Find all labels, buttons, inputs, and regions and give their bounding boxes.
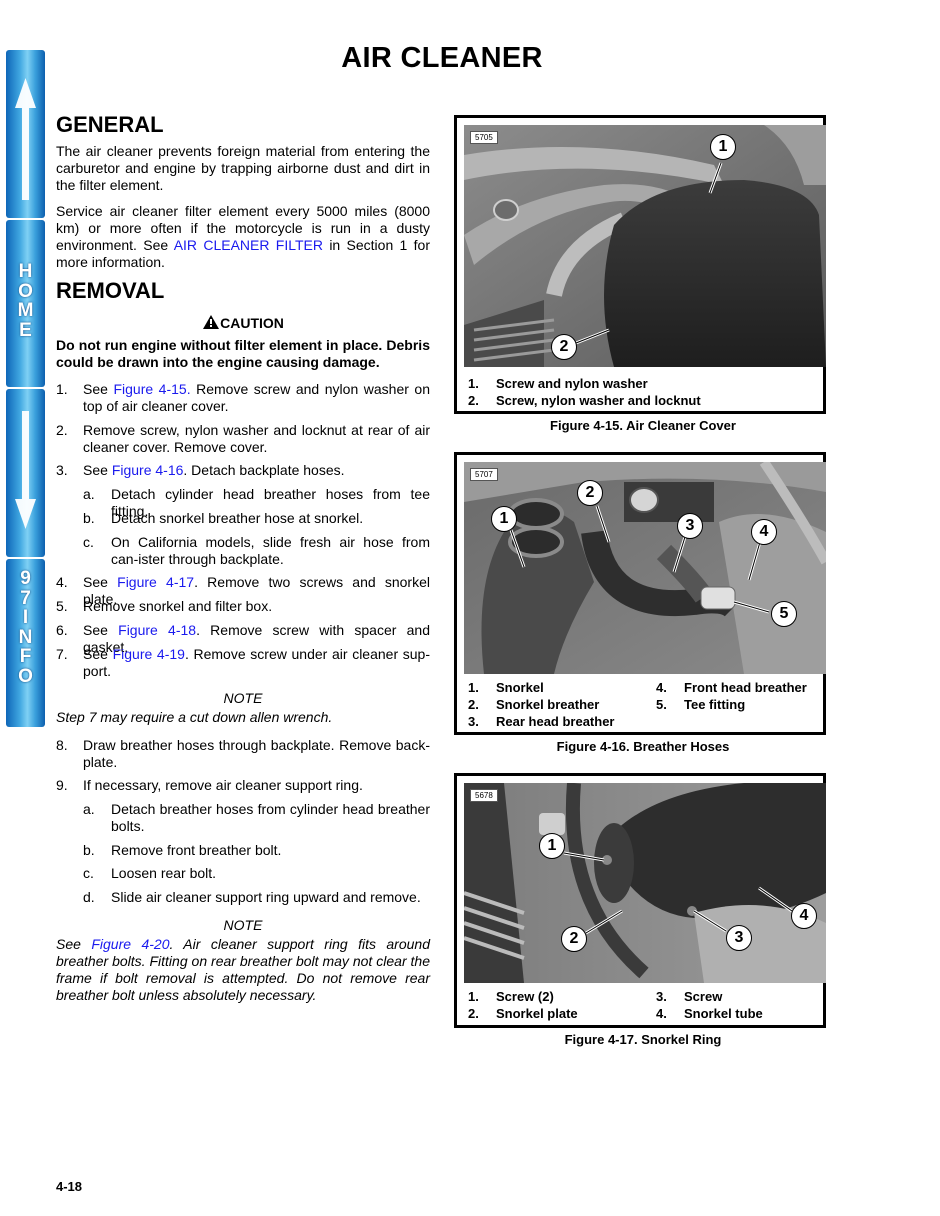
figure-4-16-link[interactable]: Figure 4-16 xyxy=(111,462,184,478)
general-paragraph-2: Service air cleaner filter element every… xyxy=(56,203,430,270)
legend-item: 3.Rear head breather xyxy=(468,714,615,729)
legend-item: 1.Screw and nylon washer xyxy=(468,376,648,391)
step-3-text: See Figure 4-16. Detach backplate hoses. xyxy=(83,462,345,478)
substep-9b-text: Remove front breather bolt. xyxy=(111,842,282,858)
callout-1: 1 xyxy=(491,506,517,532)
step-4-text: See Figure 4-17. Remove two screws and s… xyxy=(83,574,430,607)
step-1-text: See Figure 4-15. Remove screw and nylon … xyxy=(83,381,430,414)
legend-item: 1.Snorkel xyxy=(468,680,544,695)
substep-letter: b. xyxy=(83,510,95,526)
note-heading: NOTE xyxy=(223,917,263,933)
substep-letter: a. xyxy=(83,801,95,817)
legend-item: 3.Screw xyxy=(656,989,723,1004)
nav-forward-button[interactable] xyxy=(6,389,45,557)
step-5-text: Remove snorkel and filter box. xyxy=(83,598,273,614)
substep-9a-text: Detach breather hoses from cylinder head… xyxy=(111,801,430,834)
step-9-text: If necessary, remove air cleaner support… xyxy=(83,777,363,793)
nav-back-button[interactable] xyxy=(6,50,45,218)
figure-caption: Figure 4-16. Breather Hoses xyxy=(556,739,730,754)
substep-letter: c. xyxy=(83,865,94,881)
image-id: 5705 xyxy=(470,131,498,144)
callout-4: 4 xyxy=(751,519,777,545)
legend-item: 1.Screw (2) xyxy=(468,989,554,1004)
page-number: 4-18 xyxy=(56,1179,83,1194)
note-heading: NOTE xyxy=(223,690,263,706)
substep-letter: d. xyxy=(83,889,95,905)
step-6-text: See Figure 4-18. Remove screw with space… xyxy=(83,622,430,655)
figure-4-15: 5705 1 2 1.Screw and nylon washer 2.Scre… xyxy=(454,115,826,414)
page-title: AIR CLEANER xyxy=(341,42,543,74)
step-2-text: Remove screw, nylon washer and locknut a… xyxy=(83,422,430,455)
legend-item: 2.Snorkel breather xyxy=(468,697,600,712)
substep-letter: c. xyxy=(83,534,94,550)
callout-2: 2 xyxy=(561,926,587,952)
callout-5: 5 xyxy=(771,601,797,627)
step-number: 4. xyxy=(56,574,68,590)
substep-letter: b. xyxy=(83,842,95,858)
callout-3: 3 xyxy=(726,925,752,951)
note-text: Step 7 may require a cut down allen wren… xyxy=(56,709,333,725)
removal-heading: REMOVAL xyxy=(56,278,165,303)
figure-4-15-link[interactable]: Figure 4-15. xyxy=(113,381,191,397)
substep-3c-text: On California models, slide fresh air ho… xyxy=(111,534,430,567)
legend-item: 2.Snorkel plate xyxy=(468,1006,578,1021)
caution-text: Do not run engine without filter element… xyxy=(56,337,430,370)
figure-4-17-link[interactable]: Figure 4-17 xyxy=(117,574,195,590)
air-cleaner-filter-link[interactable]: AIR CLEANER FILTER xyxy=(173,237,323,253)
step-number: 3. xyxy=(56,462,68,478)
image-id: 5678 xyxy=(470,789,498,802)
down-arrow-icon xyxy=(15,411,36,529)
step-8-text: Draw breather hoses through backplate. R… xyxy=(83,737,430,770)
figure-4-18-link[interactable]: Figure 4-18 xyxy=(118,622,197,638)
step-number: 1. xyxy=(56,381,68,397)
snorkel-ring-photo: 5678 1 2 3 4 xyxy=(464,783,826,983)
step-number: 6. xyxy=(56,622,68,638)
callout-2: 2 xyxy=(551,334,577,360)
step-number: 2. xyxy=(56,422,68,438)
legend-item: 2.Screw, nylon washer and locknut xyxy=(468,393,701,408)
legend-item: 4.Front head breather xyxy=(656,680,807,695)
substep-9d-text: Slide air cleaner support ring upward an… xyxy=(111,889,421,905)
figure-4-19-link[interactable]: Figure 4-19 xyxy=(112,646,185,662)
step-number: 7. xyxy=(56,646,68,662)
callout-1: 1 xyxy=(710,134,736,160)
air-cleaner-cover-photo: 5705 1 2 xyxy=(464,125,826,367)
substep-3b-text: Detach snorkel breather hose at snorkel. xyxy=(111,510,364,526)
figure-caption: Figure 4-15. Air Cleaner Cover xyxy=(550,418,736,433)
general-paragraph-1: The air cleaner prevents foreign materia… xyxy=(56,143,430,193)
legend-item: 4.Snorkel tube xyxy=(656,1006,763,1021)
callout-2: 2 xyxy=(577,480,603,506)
step-7-text: See Figure 4-19. Remove screw under air … xyxy=(83,646,431,679)
callout-4: 4 xyxy=(791,903,817,929)
general-heading: GENERAL xyxy=(56,112,164,137)
caution-label: CAUTION xyxy=(56,314,430,331)
step-number: 9. xyxy=(56,777,68,793)
substep-3a-text: Detach cylinder head breather hoses from… xyxy=(111,486,430,519)
figure-4-16: 5707 1 2 3 4 5 1.Snorkel 2.Snorkel breat… xyxy=(454,452,826,735)
legend-item: 5.Tee fitting xyxy=(656,697,746,712)
breather-hoses-photo: 5707 1 2 3 4 5 xyxy=(464,462,826,674)
step-number: 5. xyxy=(56,598,68,614)
substep-letter: a. xyxy=(83,486,95,502)
callout-3: 3 xyxy=(677,513,703,539)
warning-icon xyxy=(203,315,220,329)
figure-caption: Figure 4-17. Snorkel Ring xyxy=(564,1032,722,1047)
note-text: See Figure 4-20. Air cleaner support rin… xyxy=(56,936,430,1003)
image-id: 5707 xyxy=(470,468,498,481)
figure-4-20-link[interactable]: Figure 4-20 xyxy=(91,936,170,952)
figure-4-17: 5678 1 2 3 4 1.Screw (2) 2.Snorkel plate… xyxy=(454,773,826,1028)
step-number: 8. xyxy=(56,737,68,753)
substep-9c-text: Loosen rear bolt. xyxy=(111,865,217,881)
up-arrow-icon xyxy=(15,78,36,200)
callout-1: 1 xyxy=(539,833,565,859)
